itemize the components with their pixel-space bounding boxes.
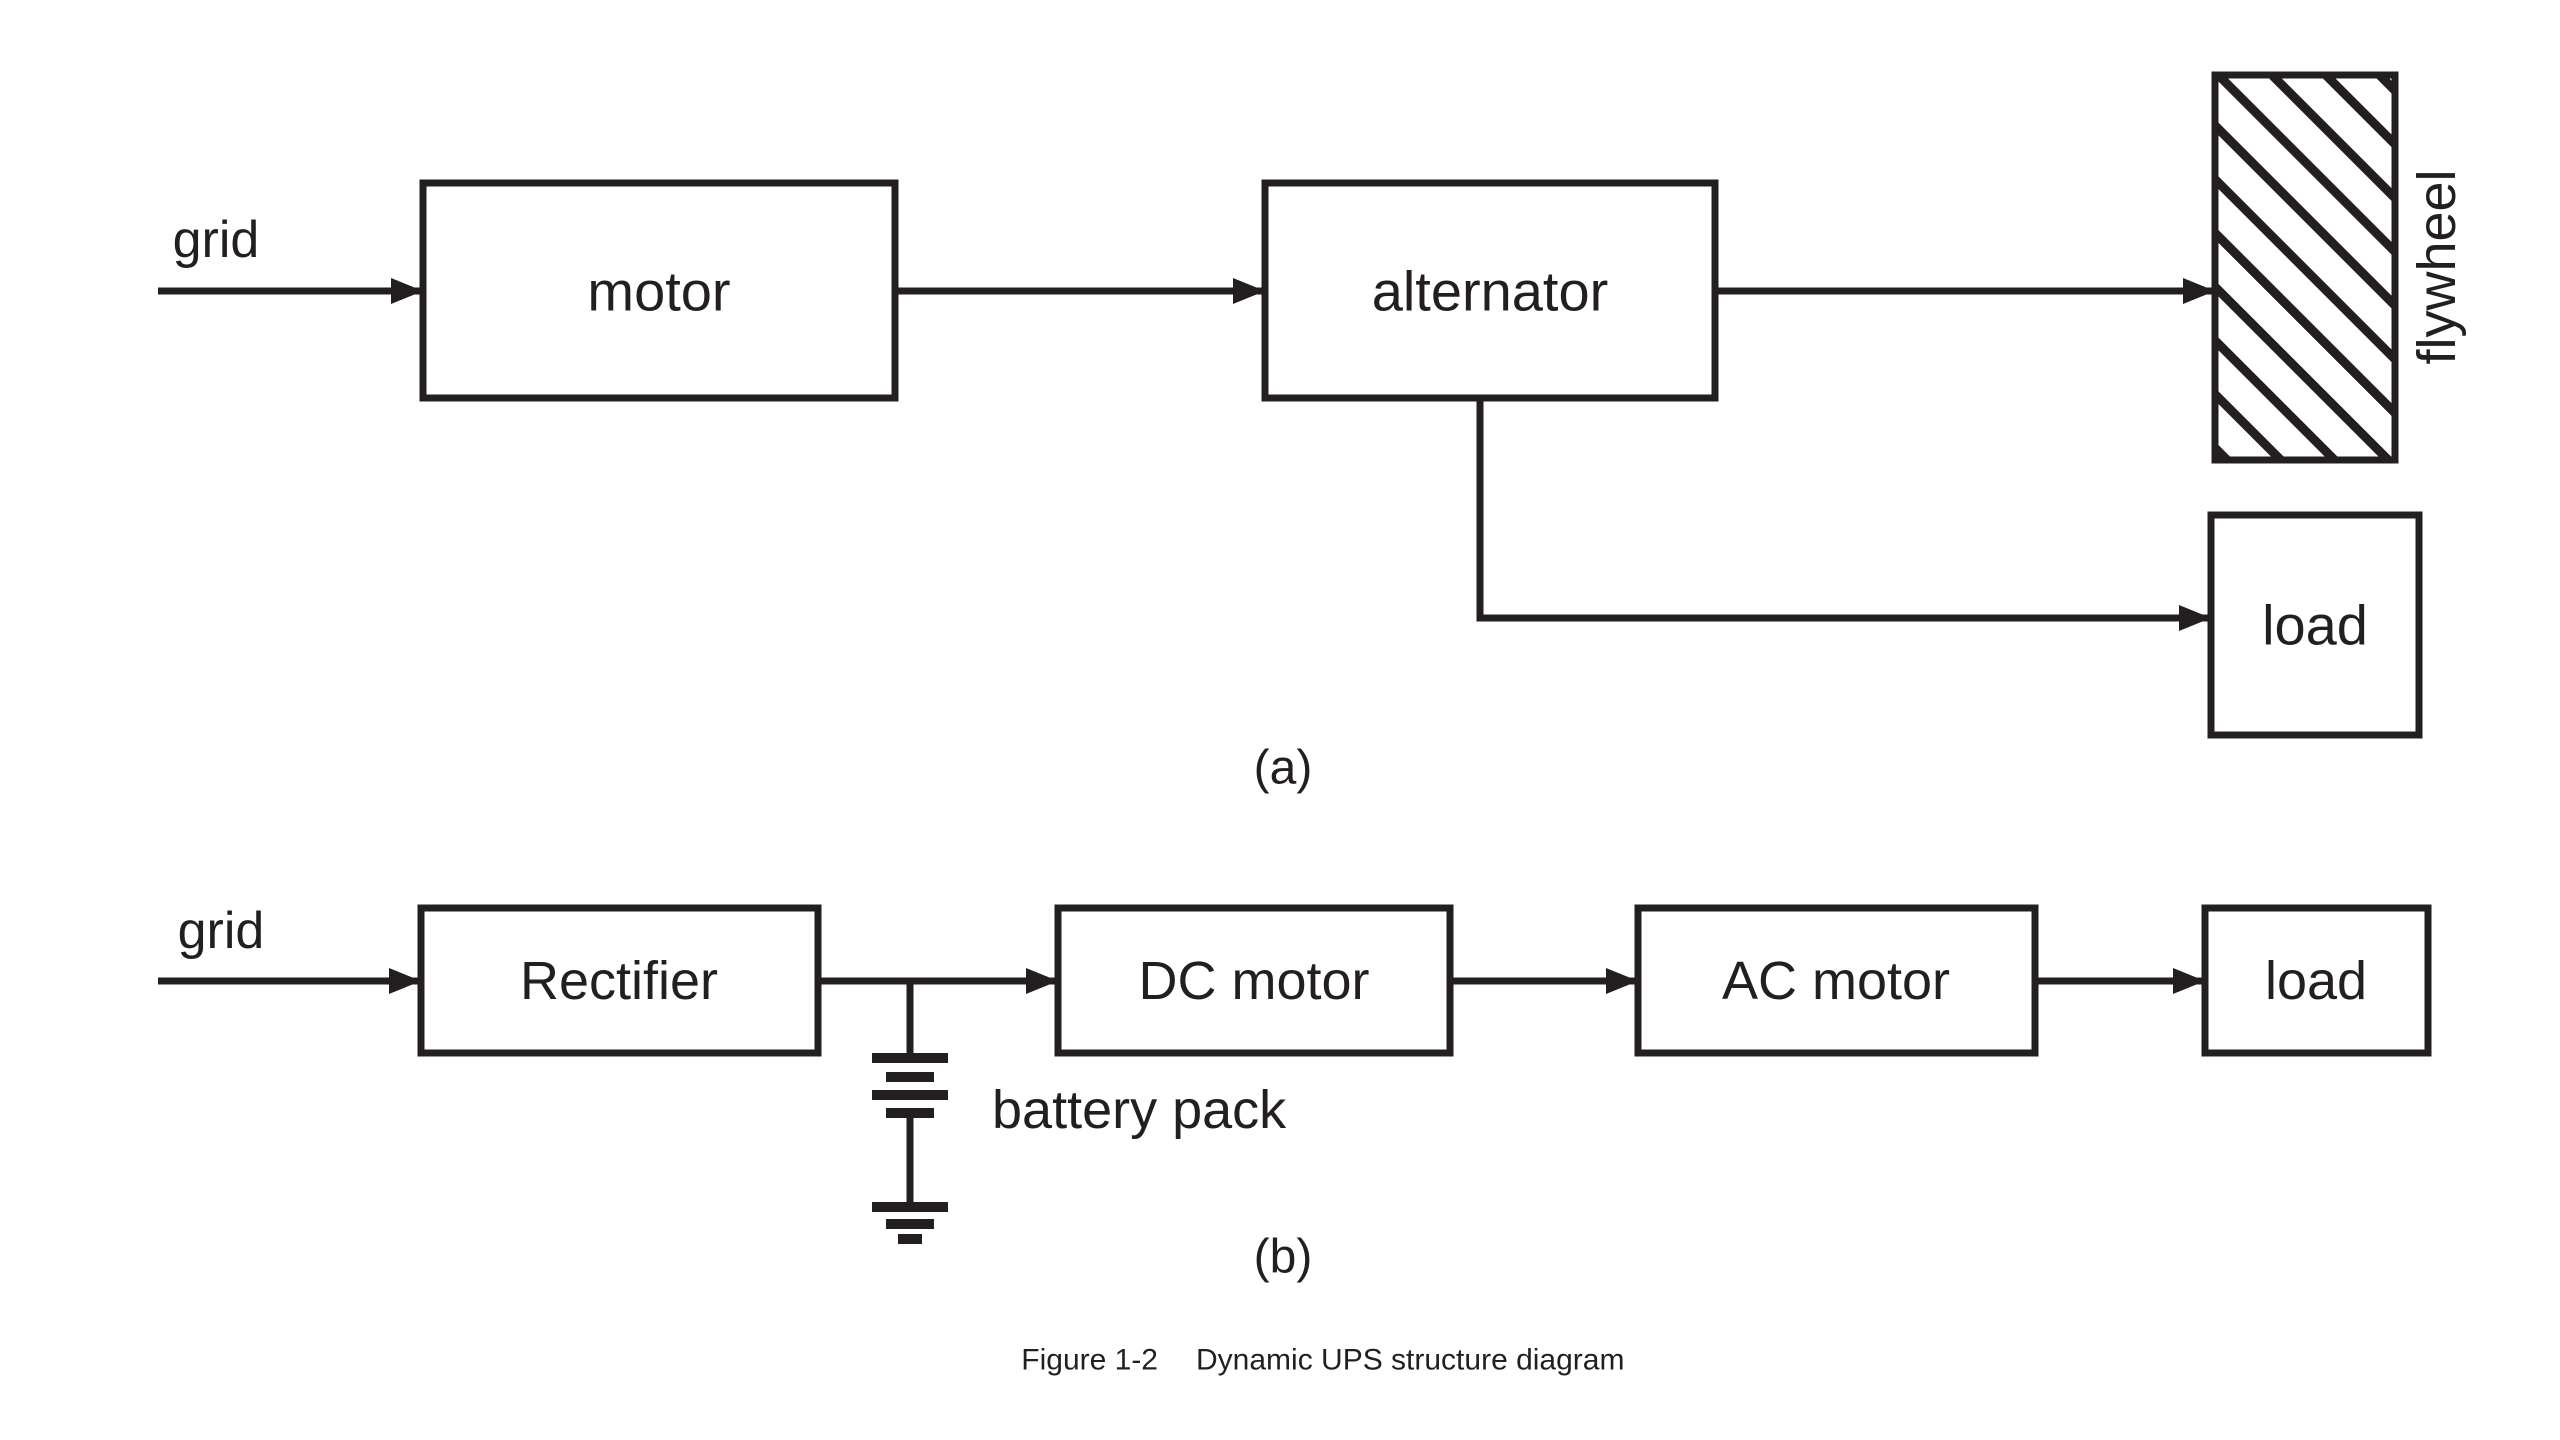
battery-pack-label: battery pack	[992, 1080, 1287, 1140]
load-label-a: load	[2262, 594, 2368, 657]
diagram-a: grid motor alternator flywheel load (a)	[158, 71, 2467, 795]
figure-caption: Figure 1-2 Dynamic UPS structure diagram	[1021, 1344, 1624, 1377]
load-label-b: load	[2265, 951, 2367, 1011]
rectifier-label: Rectifier	[520, 951, 718, 1011]
dc-motor-box	[1054, 904, 1454, 1057]
flywheel-label: flywheel	[2407, 169, 2467, 364]
diagram-b: grid Rectifier DC motor AC motor load	[158, 902, 2432, 1284]
alternator-label: alternator	[1372, 260, 1609, 323]
ac-motor-box	[1634, 904, 2039, 1057]
rectifier-box	[417, 904, 822, 1057]
caption-title: Dynamic UPS structure diagram	[1196, 1344, 1624, 1377]
caption-figure-number: Figure 1-2	[1021, 1344, 1158, 1377]
section-b-label: (b)	[1254, 1231, 1313, 1284]
load-box-b	[2201, 904, 2432, 1057]
ground-symbol	[872, 1202, 948, 1244]
section-a-label: (a)	[1254, 742, 1313, 795]
motor-label: motor	[587, 260, 730, 323]
arrow-alternator-to-load	[1476, 398, 2211, 631]
load-box-a	[2207, 511, 2423, 739]
flywheel-hatched-box	[2211, 71, 2399, 464]
dc-motor-label: DC motor	[1138, 951, 1369, 1011]
ac-motor-label: AC motor	[1722, 951, 1950, 1011]
battery-symbol	[872, 981, 948, 1244]
alternator-box	[1261, 179, 1719, 402]
grid-label-a: grid	[173, 211, 260, 269]
grid-label-b: grid	[178, 902, 265, 960]
